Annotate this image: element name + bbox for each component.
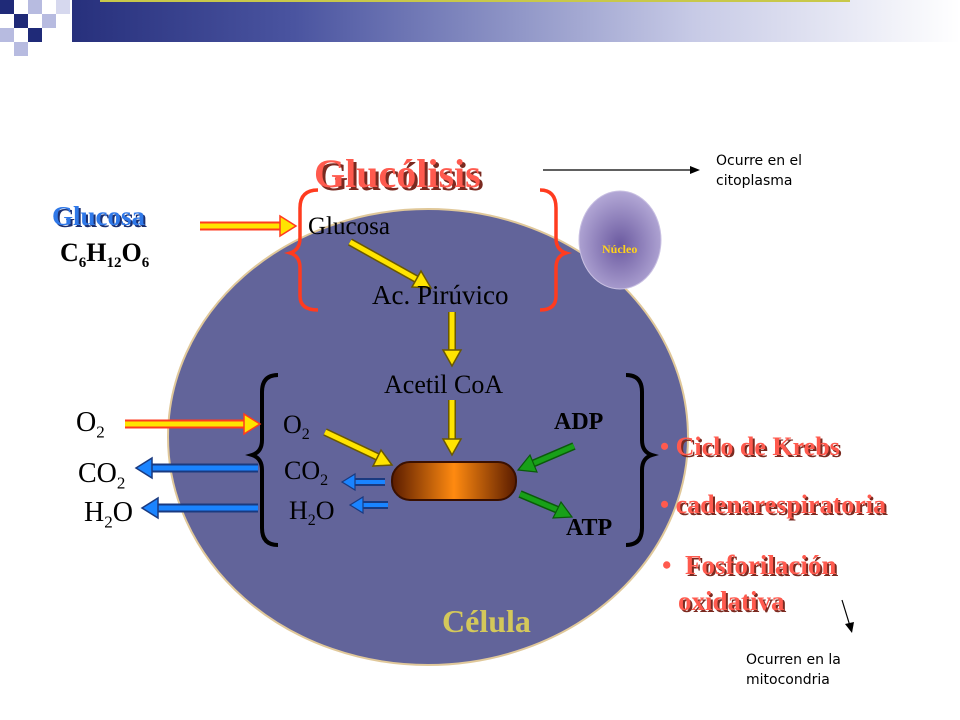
glycolysis-end: Ac. Pirúvico <box>372 280 509 310</box>
right-black-brace <box>625 373 659 547</box>
acetyl-coa-label: Acetil CoA <box>384 370 504 399</box>
process-krebs: • Ciclo de Krebs <box>660 432 840 461</box>
glucose-formula: C6H12O6 <box>60 238 150 272</box>
cell-body <box>167 208 689 666</box>
note-arrow-bottom <box>841 599 851 627</box>
glucose-label: Glucosa <box>52 201 146 231</box>
process-oxphos: • Fosforilación oxidativa <box>662 550 837 616</box>
co2-inner-arrow <box>340 472 385 492</box>
glycolysis-arrow <box>348 238 433 289</box>
co2-output-arrow <box>134 456 258 480</box>
cell-label: Célula <box>442 603 531 639</box>
left-black-brace <box>245 373 279 547</box>
nucleus-label: Núcleo <box>602 242 638 256</box>
mitochondrion <box>391 461 517 501</box>
o2-outside-label: O2 <box>76 407 105 442</box>
diagram-title: Glucólisis <box>314 151 481 196</box>
atp-label: ATP <box>566 515 613 541</box>
h2o-inside-label: H2O <box>289 496 335 530</box>
header-gradient-bar <box>72 0 960 42</box>
pyruvate-acetyl-arrow <box>441 312 463 368</box>
glucose-input-arrow <box>200 214 298 238</box>
h2o-output-arrow <box>140 496 258 520</box>
h2o-inner-arrow <box>348 495 388 515</box>
glycolysis-brace-right <box>539 188 573 312</box>
glycolysis-brace-left <box>283 188 319 312</box>
header-line <box>100 0 850 2</box>
nucleus <box>578 190 662 290</box>
adp-label: ADP <box>554 409 604 435</box>
o2-inside-label: O2 <box>283 410 310 444</box>
glycolysis-start: Glucosa <box>308 213 390 240</box>
adp-arrow <box>516 442 576 473</box>
co2-outside-label: CO2 <box>78 458 126 493</box>
co2-inside-label: CO2 <box>284 456 329 490</box>
atp-arrow <box>518 490 574 519</box>
h2o-outside-label: H2O <box>84 497 133 532</box>
acetyl-mito-arrow <box>441 400 463 457</box>
o2-input-arrow <box>125 412 262 436</box>
process-chain: • cadenarespiratoria <box>660 490 886 519</box>
o2-mito-arrow <box>323 428 394 467</box>
